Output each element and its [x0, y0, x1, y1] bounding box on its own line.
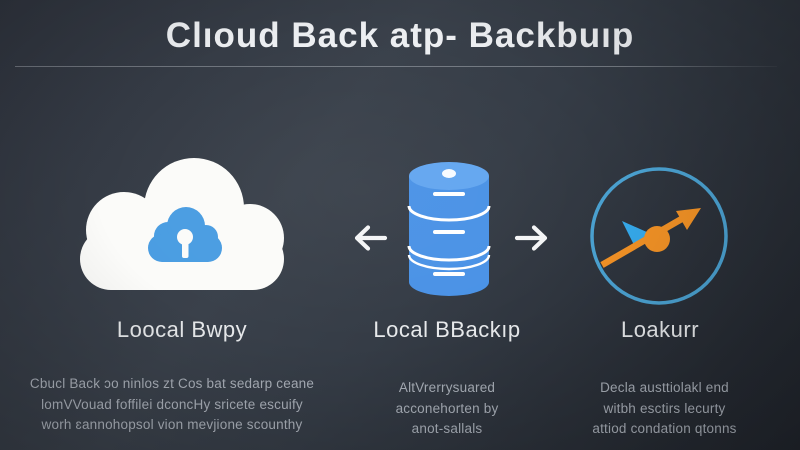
- description-line: attiod condation qtonns: [592, 421, 737, 436]
- description-line: lomVVouad foffilei dconcHy sricete escui…: [41, 396, 303, 412]
- description-line: AltVrerrysuared: [398, 380, 496, 395]
- description-line: witbh esctirs lecurty: [603, 400, 726, 416]
- description-line: Cbucl Back ɔo ninlos zt Cos bat sedarp c…: [29, 376, 315, 391]
- column-description-cloud: Cbucl Back ɔo ninlos zt Cos bat sedarp c…: [22, 374, 322, 436]
- column-description-compass: Decla austtiolakl end witbh esctirs lecu…: [562, 378, 767, 440]
- column-description-database: AltVrerrysuared acconehorten by anot-sal…: [352, 378, 542, 440]
- column-label-cloud: Loocal Bwpy: [116, 317, 248, 342]
- left-arrow-icon: [354, 225, 388, 251]
- description-line: acconehorten by: [395, 400, 499, 416]
- column-label-compass: Loakurr: [620, 317, 700, 342]
- compass-gauge-icon: [590, 167, 728, 305]
- title-divider: [15, 66, 777, 67]
- right-arrow-icon: [514, 225, 548, 251]
- cloud-lock-icon: [80, 158, 284, 290]
- description-line: anot-sallals: [411, 421, 483, 436]
- database-icon: [407, 162, 491, 296]
- column-label-database: Local BBackıp: [373, 317, 521, 342]
- page-title: Clıoud Back atp- Backbuıp: [165, 16, 635, 55]
- description-line: Decla austtiolakl end: [600, 380, 729, 395]
- description-line: worh ɛannohopsol vion mevjione scounthy: [41, 417, 303, 432]
